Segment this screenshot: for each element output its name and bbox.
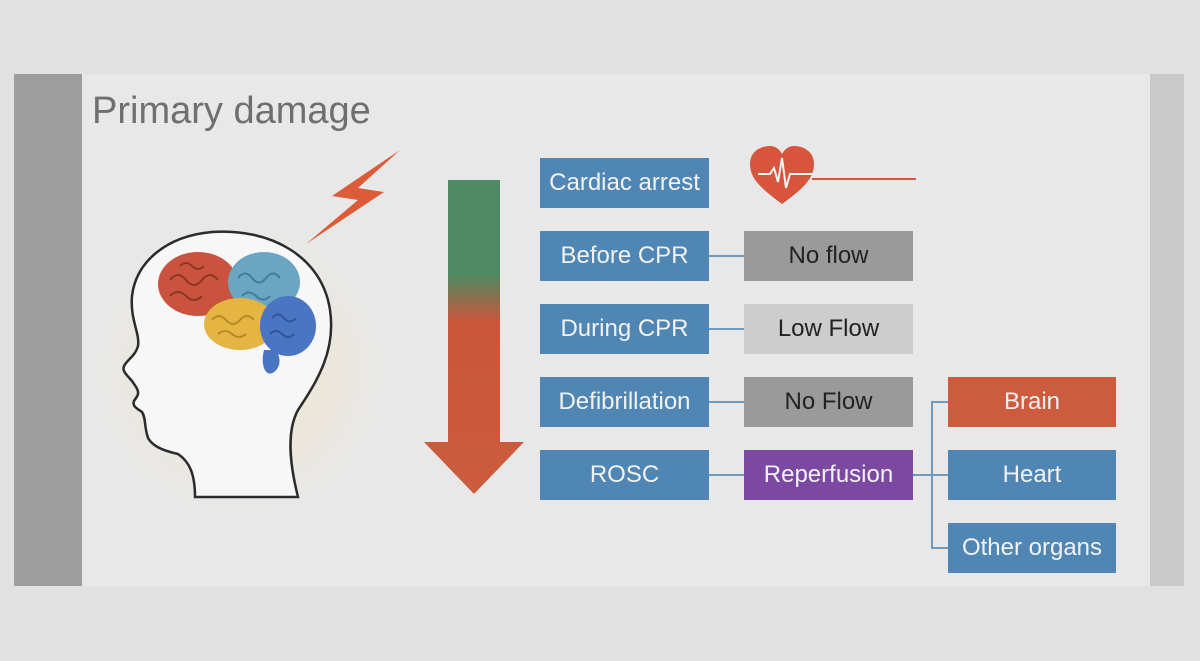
- stage-cardiac-arrest: Cardiac arrest: [540, 158, 709, 208]
- flow-low-flow: Low Flow: [744, 304, 913, 354]
- connector-heart: [931, 474, 948, 476]
- stage-defibrillation: Defibrillation: [540, 377, 709, 427]
- flow-no-flow-before: No flow: [744, 231, 913, 281]
- connector-reperfusion: [913, 474, 933, 476]
- connector-defibrillation: [709, 401, 744, 403]
- flow-no-flow-defib: No Flow: [744, 377, 913, 427]
- lightning-icon: [306, 150, 400, 244]
- connector-during-cpr: [709, 328, 744, 330]
- stage-during-cpr: During CPR: [540, 304, 709, 354]
- flow-reperfusion: Reperfusion: [744, 450, 913, 500]
- connector-brain: [931, 401, 948, 403]
- head-brain-icon: [80, 210, 400, 530]
- down-arrow-icon: [424, 180, 524, 494]
- heart-ecg-icon: [750, 146, 916, 204]
- connector-rosc: [709, 474, 744, 476]
- organ-other: Other organs: [948, 523, 1116, 573]
- connector-other-organs: [931, 547, 948, 549]
- right-side-bar: [1150, 74, 1184, 586]
- slide-title: Primary damage: [92, 90, 371, 132]
- organ-brain: Brain: [948, 377, 1116, 427]
- left-side-bar: [14, 74, 82, 586]
- connector-before-cpr: [709, 255, 744, 257]
- organ-heart: Heart: [948, 450, 1116, 500]
- stage-before-cpr: Before CPR: [540, 231, 709, 281]
- stage-rosc: ROSC: [540, 450, 709, 500]
